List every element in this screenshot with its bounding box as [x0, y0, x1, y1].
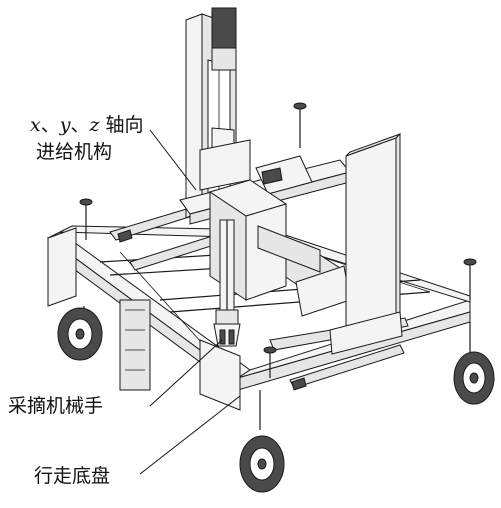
- walking-chassis-label: 行走底盘: [34, 465, 111, 487]
- leader-feed-mechanism: [149, 129, 197, 191]
- leader-lines: [139, 129, 241, 475]
- feed-mechanism-label-line2: 进给机构: [36, 141, 113, 163]
- separator-2: 、: [70, 114, 90, 136]
- z-axis-letter: z: [89, 114, 100, 136]
- wheels: [57, 306, 495, 493]
- separator-1: 、: [40, 114, 60, 136]
- left-side-plates: [47, 227, 241, 411]
- y-axis-letter: y: [59, 114, 71, 136]
- axial-suffix: 轴向: [99, 114, 144, 136]
- right-upright-plate: [329, 132, 403, 355]
- leveling-screws: [79, 102, 477, 378]
- picking-manipulator: [213, 219, 241, 347]
- leader-chassis: [139, 395, 241, 475]
- feed-mechanism-label-line1: x、y、z 轴向: [30, 114, 144, 137]
- y-axis-carriage: [208, 179, 321, 301]
- picking-manipulator-label: 采摘机械手: [8, 395, 104, 417]
- x-axis-letter: x: [30, 114, 41, 136]
- leader-picker: [149, 339, 223, 407]
